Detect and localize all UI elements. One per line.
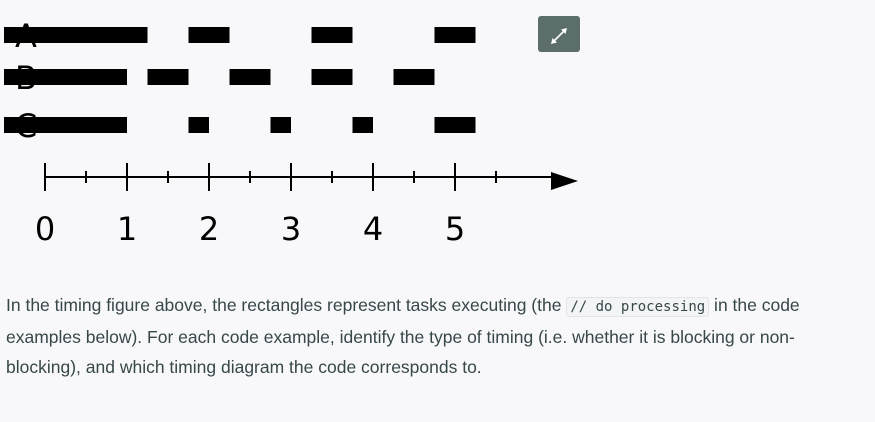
tick-label: 0 <box>35 210 55 248</box>
task-bar-a-4 <box>434 27 476 43</box>
task-bar-a-1 <box>4 27 148 43</box>
task-bar-c-3 <box>188 117 209 133</box>
task-bar-c-6 <box>434 117 476 133</box>
caption-before: In the timing figure above, the rectangl… <box>6 295 567 315</box>
task-bars <box>4 27 476 133</box>
caption-text: In the timing figure above, the rectangl… <box>6 290 866 382</box>
task-bar-a-2 <box>188 27 230 43</box>
task-bar-b-5 <box>311 69 353 85</box>
tick-label: 3 <box>281 210 301 248</box>
expand-button[interactable] <box>538 16 580 52</box>
tick-label: 1 <box>117 210 137 248</box>
task-bar-b-4 <box>229 69 271 85</box>
task-bar-b-2 <box>86 69 127 85</box>
tick-label: 5 <box>445 210 465 248</box>
row-labels: ABC <box>15 17 37 145</box>
task-bar-b-6 <box>393 69 435 85</box>
code-snippet: // do processing <box>566 297 710 317</box>
time-axis: 0 1 2 3 4 5 <box>35 163 578 248</box>
task-bar-c-2 <box>86 117 127 133</box>
caption-after: in the code examples below). For each co… <box>6 295 800 377</box>
task-bar-c-5 <box>352 117 373 133</box>
task-bar-b-1 <box>4 69 86 85</box>
tick-label: 4 <box>363 210 383 248</box>
task-bar-a-3 <box>311 27 353 43</box>
axis-arrowhead-icon <box>551 172 578 190</box>
task-bar-b-3 <box>147 69 189 85</box>
tick-label: 2 <box>199 210 219 248</box>
timing-diagram: ABC 0 1 2 3 4 5 <box>4 17 578 248</box>
task-bar-c-1 <box>4 117 86 133</box>
expand-arrows-icon <box>551 28 567 44</box>
task-bar-c-4 <box>270 117 291 133</box>
